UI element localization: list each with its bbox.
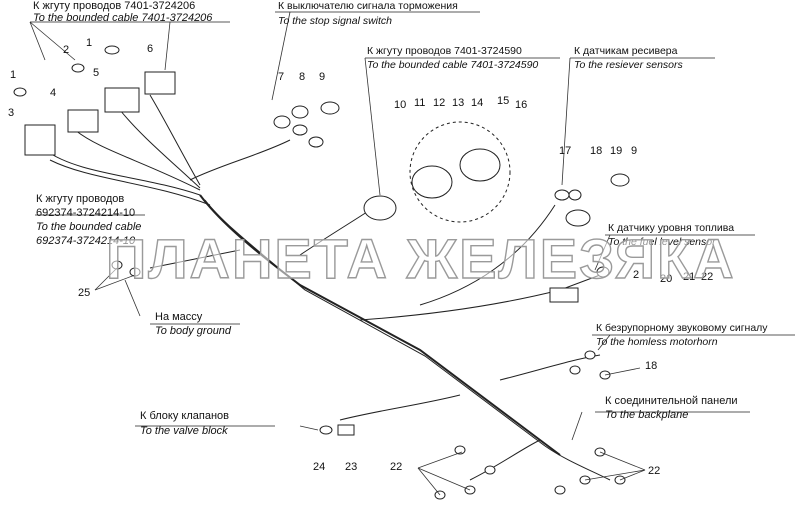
- callout-18a: 18: [590, 145, 603, 157]
- callout-5: 5: [93, 67, 100, 79]
- callout-23: 23: [345, 461, 358, 473]
- label-ru: К датчику уровня топлива: [608, 222, 735, 234]
- label-en: To the resiever sensors: [574, 59, 683, 71]
- plug-9a: [320, 101, 340, 115]
- label-ru: К безрупорному звуковому сигналу: [596, 322, 768, 334]
- connector-2a: [71, 63, 85, 73]
- label-horn: К безрупорному звуковому сигналу To the …: [596, 322, 768, 348]
- connector-1a: [13, 87, 27, 97]
- label-en: To the bounded cable 7401-3724590: [367, 59, 539, 71]
- label-cable-692374: К жгуту проводов 692374-3724214-10 To th…: [36, 193, 141, 247]
- callout-3: 3: [8, 107, 15, 119]
- callout-15: 15: [497, 95, 510, 107]
- callout-22c: 22: [648, 465, 661, 477]
- connector-20-21: [549, 287, 579, 303]
- label-en: To the bounded cable 7401-3724206: [33, 12, 213, 24]
- label-receiver-sensors: К датчикам ресивера To the resiever sens…: [574, 45, 683, 71]
- callout-1b: 1: [86, 37, 93, 49]
- connector-6: [144, 71, 176, 95]
- callout-21: 21: [683, 271, 696, 283]
- callout-22b: 22: [390, 461, 403, 473]
- label-stop-switch: К выключателю сигнала торможения To the …: [278, 0, 458, 27]
- connector-5: [104, 87, 140, 113]
- label-en-2: 692374-3724214-10: [36, 235, 136, 247]
- callout-11: 11: [414, 97, 426, 109]
- callout-20: 20: [660, 273, 673, 285]
- connector-3: [24, 124, 56, 156]
- connector-4: [67, 109, 99, 133]
- label-en: To the bounded cable: [36, 221, 142, 233]
- main-round-connector: [363, 195, 397, 221]
- label-en: To the homless motorhorn: [596, 336, 718, 348]
- callout-14: 14: [471, 97, 484, 109]
- label-en: To the backplane: [605, 409, 689, 421]
- callout-6: 6: [147, 43, 154, 55]
- sensor-9b: [610, 173, 630, 187]
- callout-9b: 9: [631, 145, 638, 157]
- callout-2b: 2: [633, 269, 640, 281]
- label-ru: На массу: [155, 311, 203, 323]
- label-ru-2: 692374-3724214-10: [36, 207, 136, 219]
- label-backplane: К соединительной панели To the backplane: [605, 395, 738, 421]
- callout-10: 10: [394, 99, 407, 111]
- callout-17: 17: [559, 145, 572, 157]
- callout-2a: 2: [63, 44, 70, 56]
- label-cable-7401-3724206: К жгуту проводов 7401-3724206 To the bou…: [33, 0, 212, 24]
- plug-8: [291, 105, 309, 119]
- label-ru: К блоку клапанов: [140, 410, 230, 422]
- callout-24: 24: [313, 461, 326, 473]
- label-valve-block: К блоку клапанов To the valve block: [140, 410, 229, 437]
- label-en: To the valve block: [140, 425, 228, 437]
- callout-18b: 18: [645, 360, 658, 372]
- label-ru: К соединительной панели: [605, 395, 738, 407]
- callout-8: 8: [299, 71, 306, 83]
- callout-16: 16: [515, 99, 528, 111]
- callout-22a: 22: [701, 271, 714, 283]
- label-ru: К жгуту проводов 7401-3724206: [33, 0, 196, 12]
- label-en: To the fuel level sensor: [608, 236, 716, 248]
- label-en: To the stop signal switch: [278, 15, 393, 27]
- valve-lug-24: [319, 425, 333, 435]
- sensor-17: [554, 189, 570, 201]
- label-ru: К жгуту проводов 7401-3724590: [367, 45, 522, 57]
- sensor-19: [565, 209, 591, 227]
- ground-lug-25a: [111, 260, 123, 270]
- ground-lug-25b: [129, 267, 141, 277]
- callout-7: 7: [278, 71, 285, 83]
- label-fuel-sensor: К датчику уровня топлива To the fuel lev…: [608, 222, 734, 248]
- label-en: To body ground: [155, 325, 232, 337]
- callout-1a: 1: [10, 69, 17, 81]
- label-cable-7401-3724590: К жгуту проводов 7401-3724590 To the bou…: [367, 45, 538, 71]
- watermark: ПЛАНЕТА ЖЕЛЕЗЯКА: [105, 226, 736, 290]
- connector-1b: [104, 45, 120, 55]
- label-ru: К датчикам ресивера: [574, 45, 678, 57]
- callout-13: 13: [452, 97, 465, 109]
- label-ru: К выключателю сигнала торможения: [278, 0, 458, 12]
- callout-4: 4: [50, 87, 57, 99]
- callout-19: 19: [610, 145, 623, 157]
- label-ru: К жгуту проводов: [36, 193, 125, 205]
- valve-connector-23: [337, 424, 355, 436]
- plug-7: [273, 115, 291, 129]
- label-ground: На массу To body ground: [155, 311, 231, 337]
- callout-9a: 9: [319, 71, 326, 83]
- callout-12: 12: [433, 97, 446, 109]
- callout-25: 25: [78, 287, 91, 299]
